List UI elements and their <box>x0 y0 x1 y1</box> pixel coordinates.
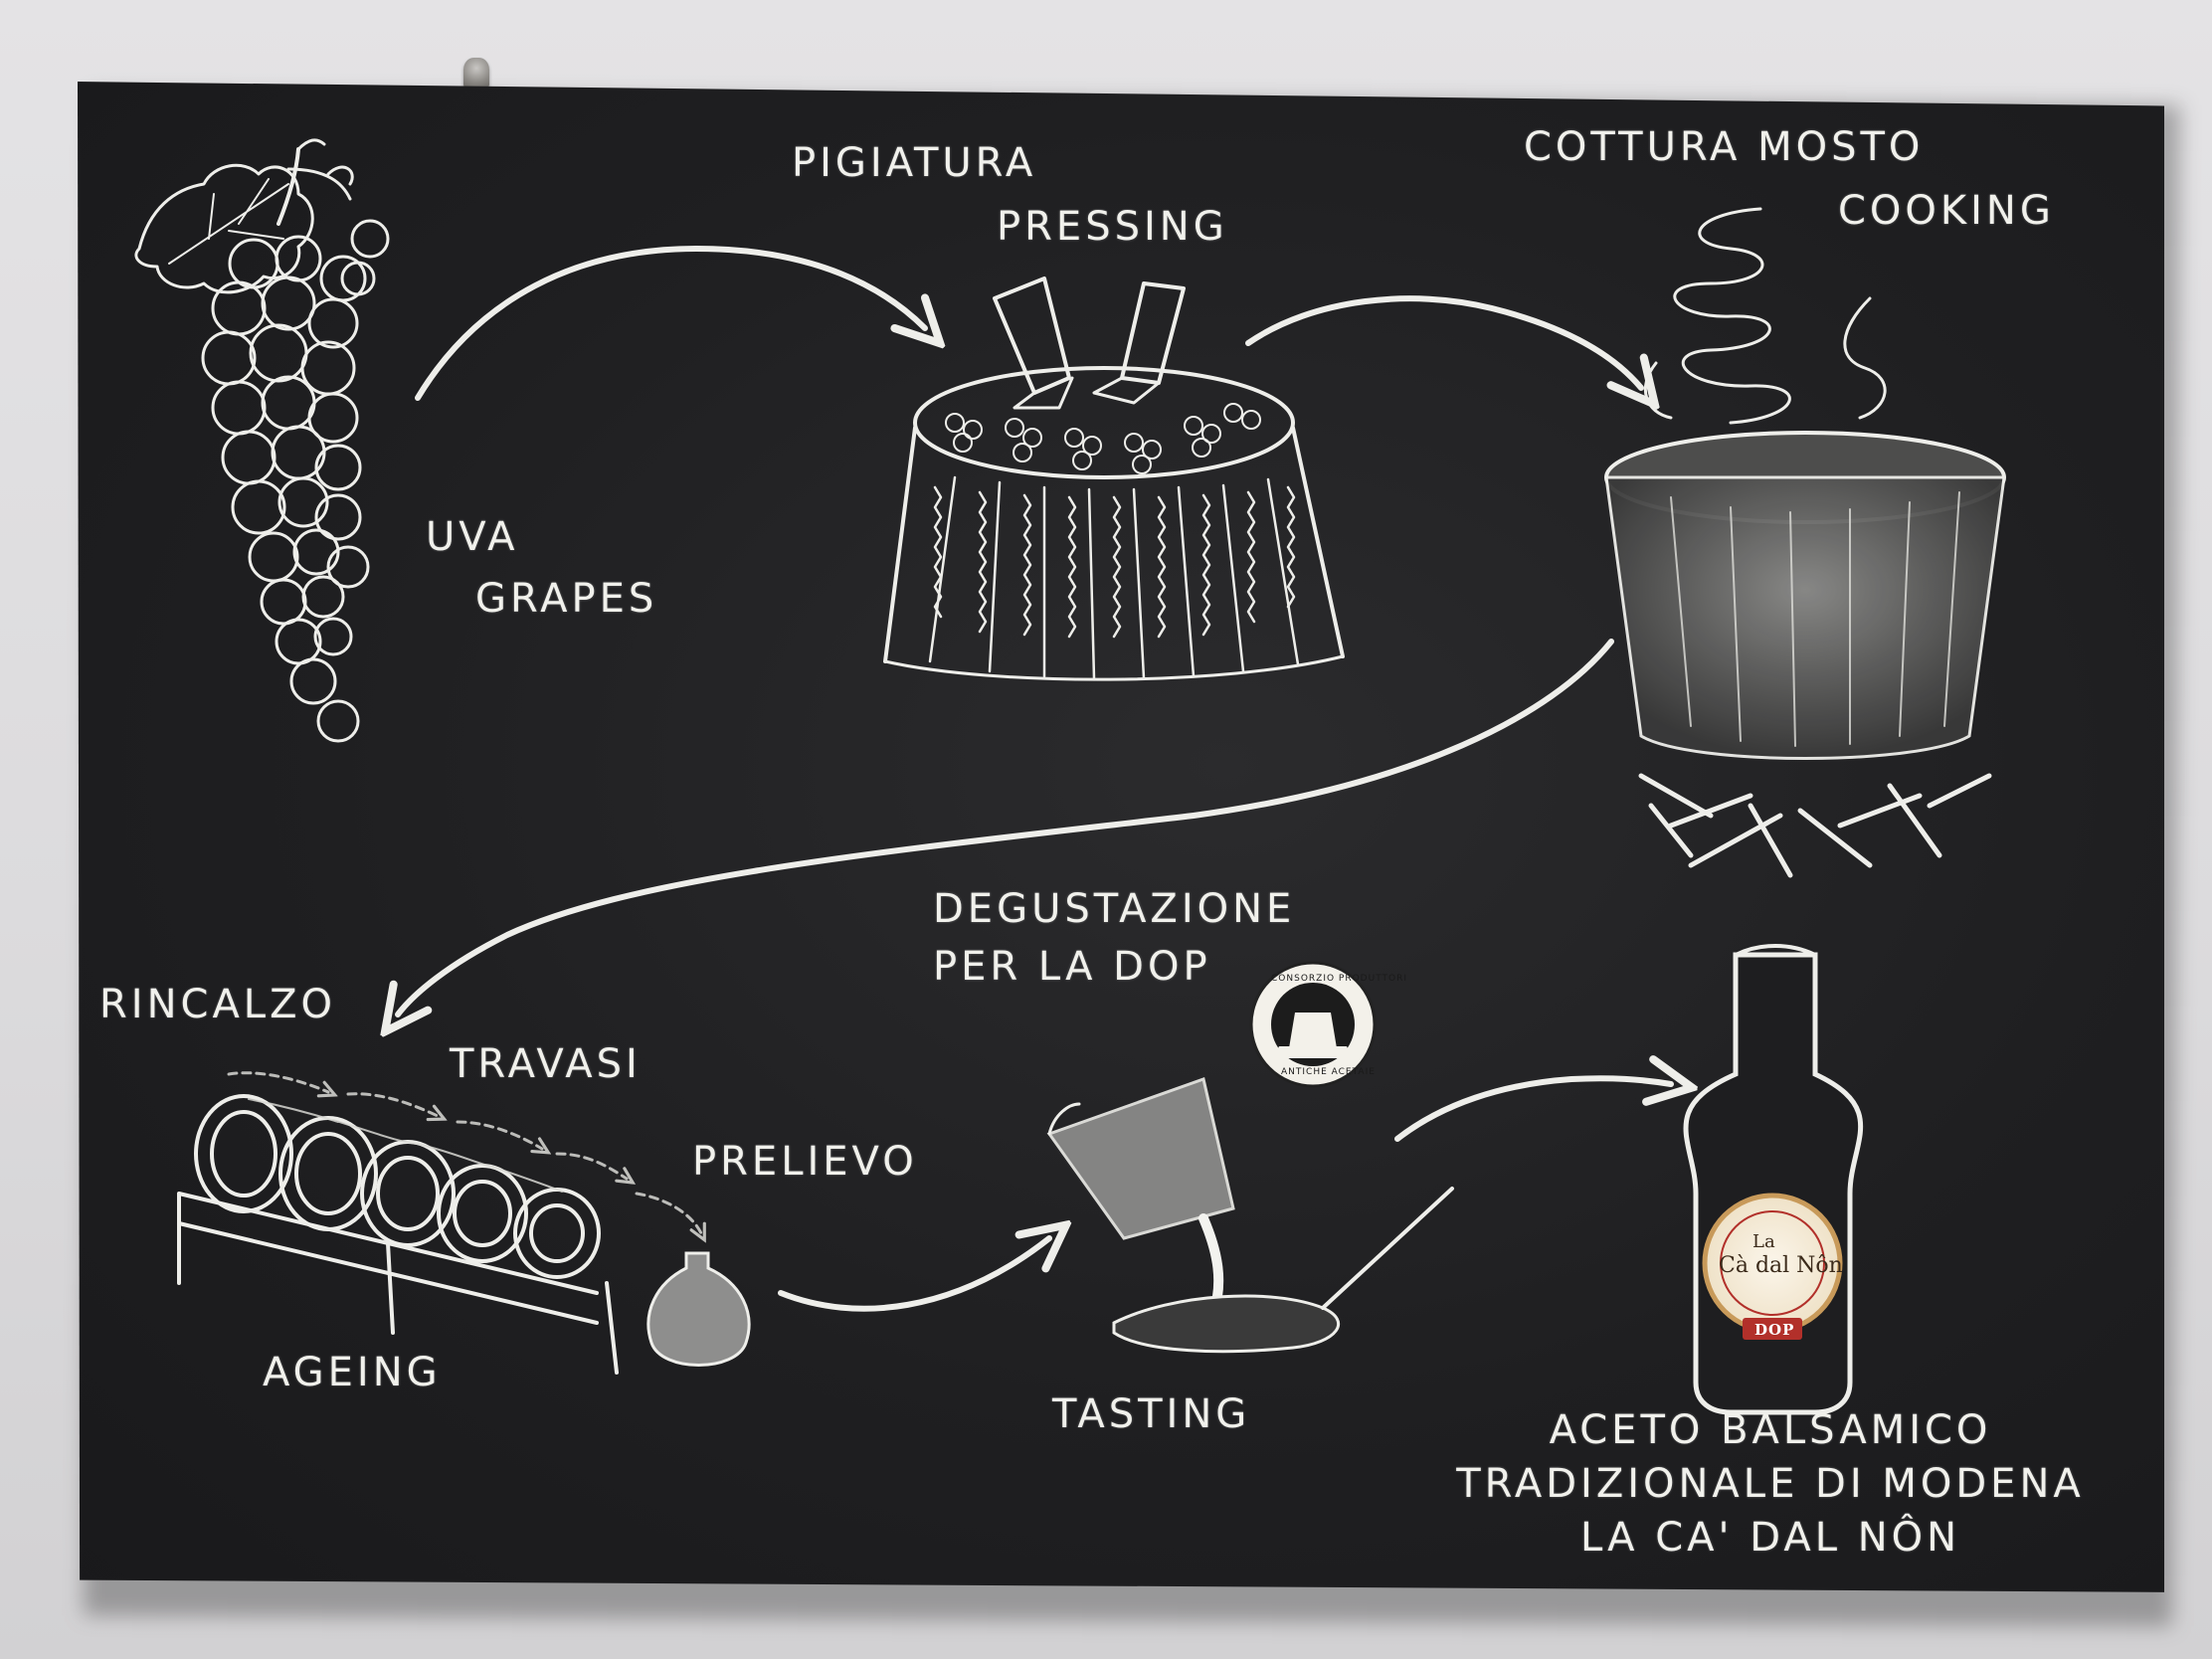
label-cooking-it: COTTURA MOSTO <box>1524 124 1925 170</box>
cooking-pot-illustration <box>1604 207 2006 878</box>
bottle-brand: Cà dal Nôn <box>1719 1253 1843 1278</box>
bottle-brand-prefix: La <box>1752 1231 1775 1252</box>
pressing-tub-illustration <box>883 276 1345 681</box>
arrow-tasting-to-bottle <box>1394 1078 1671 1142</box>
barrels-illustration <box>177 1071 751 1375</box>
label-grapes-it: UVA <box>426 514 519 560</box>
label-pressing-it: PIGIATURA <box>792 140 1037 186</box>
stamp-bottom-text: ANTICHE ACETAIE <box>1281 1067 1376 1077</box>
arrow-cooking-to-ageing <box>398 639 1614 1014</box>
label-tasting-dop-line1: DEGUSTAZIONE <box>933 886 1296 932</box>
label-tasting-dop-line2: PER LA DOP <box>933 944 1211 990</box>
label-grapes-en: GRAPES <box>475 576 658 622</box>
balsamic-bottle-illustration <box>1683 944 1864 1415</box>
tasting-illustration <box>1046 1077 1454 1354</box>
grapes-illustration <box>134 138 390 743</box>
label-prelievo: PRELIEVO <box>692 1139 918 1185</box>
label-cooking-en: COOKING <box>1838 188 2055 234</box>
product-line3: LA CA' DAL NÔN <box>1579 1515 1961 1561</box>
label-product: ACETO BALSAMICO TRADIZIONALE DI MODENA L… <box>1412 1410 2128 1558</box>
label-cooking: COTTURA MOSTO COOKING <box>1524 127 2055 231</box>
dop-consortium-stamp <box>1249 961 1377 1088</box>
label-rincalzo: RINCALZO <box>99 982 336 1027</box>
label-travasi: TRAVASI <box>450 1041 642 1087</box>
arrow-grapes-to-pressing <box>415 246 925 401</box>
arrow-pressing-to-cooking <box>1245 295 1641 388</box>
arrow-prelievo-to-tasting <box>778 1238 1049 1312</box>
product-line2: TRADIZIONALE DI MODENA <box>1456 1461 2085 1507</box>
label-ageing: AGEING <box>263 1350 442 1395</box>
label-pressing: PIGIATURA PRESSING <box>792 143 1228 247</box>
product-line1: ACETO BALSAMICO <box>1549 1407 1992 1453</box>
label-tasting: TASTING <box>1052 1391 1251 1437</box>
hanging-nail <box>463 58 489 88</box>
bottle-dop-badge: DOP <box>1754 1321 1795 1339</box>
stamp-top-text: CONSORZIO PRODUTTORI <box>1271 974 1408 984</box>
label-pressing-en: PRESSING <box>997 204 1228 250</box>
label-grapes: UVA GRAPES <box>426 517 657 619</box>
label-tasting-dop: DEGUSTAZIONE PER LA DOP <box>933 889 1295 987</box>
